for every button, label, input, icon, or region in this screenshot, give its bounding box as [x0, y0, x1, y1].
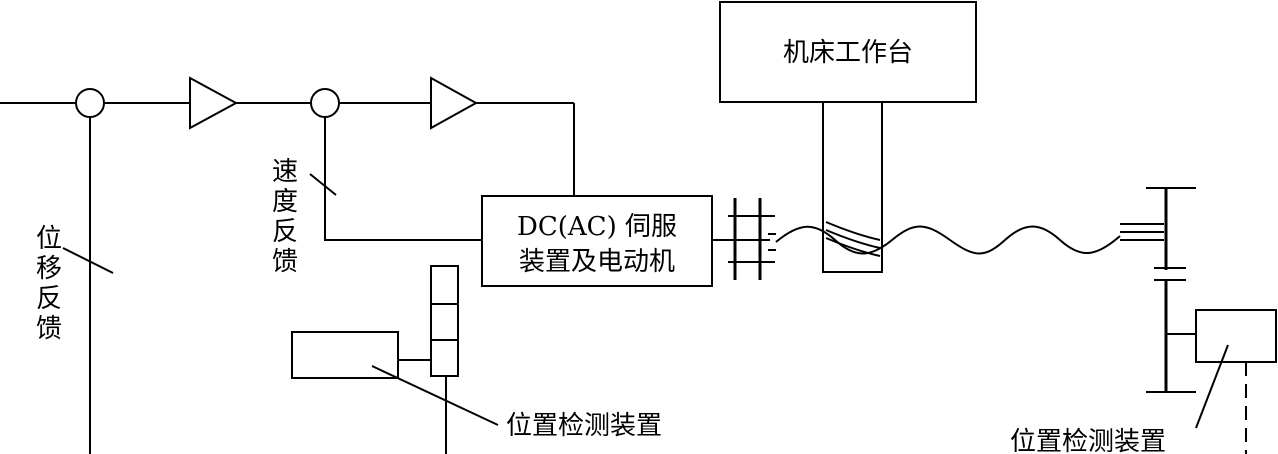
shaft-coupling — [712, 198, 776, 280]
speed-feedback-leader — [309, 173, 337, 196]
displacement-feedback-char-2: 移 — [36, 254, 62, 284]
position-detector-leader-2 — [1195, 344, 1229, 429]
displacement-feedback-char-1: 位 — [36, 224, 62, 254]
speed-feedback-char-4: 馈 — [272, 247, 298, 277]
speed-amplifier-triangle — [430, 76, 479, 130]
gear-transmission — [1146, 187, 1196, 393]
speed-encoder-stack — [430, 265, 459, 454]
position-amplifier-triangle — [189, 76, 239, 130]
workbench-support-column — [822, 101, 883, 273]
position-detector-box-left — [291, 331, 399, 379]
screw-nut-threads — [825, 221, 881, 257]
servo-label-line1: DC(AC) 伺服 — [517, 212, 677, 242]
screw-end-bearing — [1120, 223, 1164, 241]
position-detector-label-2: 位置检测装置 — [1010, 427, 1166, 454]
position-summing-junction — [75, 88, 105, 118]
speed-feedback-label: 速 度 反 馈 — [272, 157, 306, 277]
speed-feedback-char-3: 反 — [272, 217, 298, 247]
displacement-feedback-char-4: 馈 — [36, 314, 62, 344]
displacement-feedback-char-3: 反 — [36, 284, 62, 314]
position-detector-box-right — [1195, 309, 1277, 363]
lead-screw — [775, 225, 1121, 255]
position-detector-leader-1 — [371, 365, 499, 426]
machine-workbench-label: 机床工作台 — [783, 38, 913, 68]
speed-feedback-char-2: 度 — [272, 187, 298, 217]
speed-feedback-line — [324, 117, 482, 241]
main-signal-path — [0, 102, 575, 196]
speed-summing-junction — [310, 88, 340, 118]
displacement-feedback-label: 位 移 反 馈 — [36, 224, 70, 344]
servo-label-line2: 装置及电动机 — [519, 247, 675, 277]
displacement-feedback-leader — [62, 247, 114, 274]
speed-feedback-char-1: 速 — [272, 157, 298, 187]
position-detector-label-1: 位置检测装置 — [506, 411, 662, 441]
